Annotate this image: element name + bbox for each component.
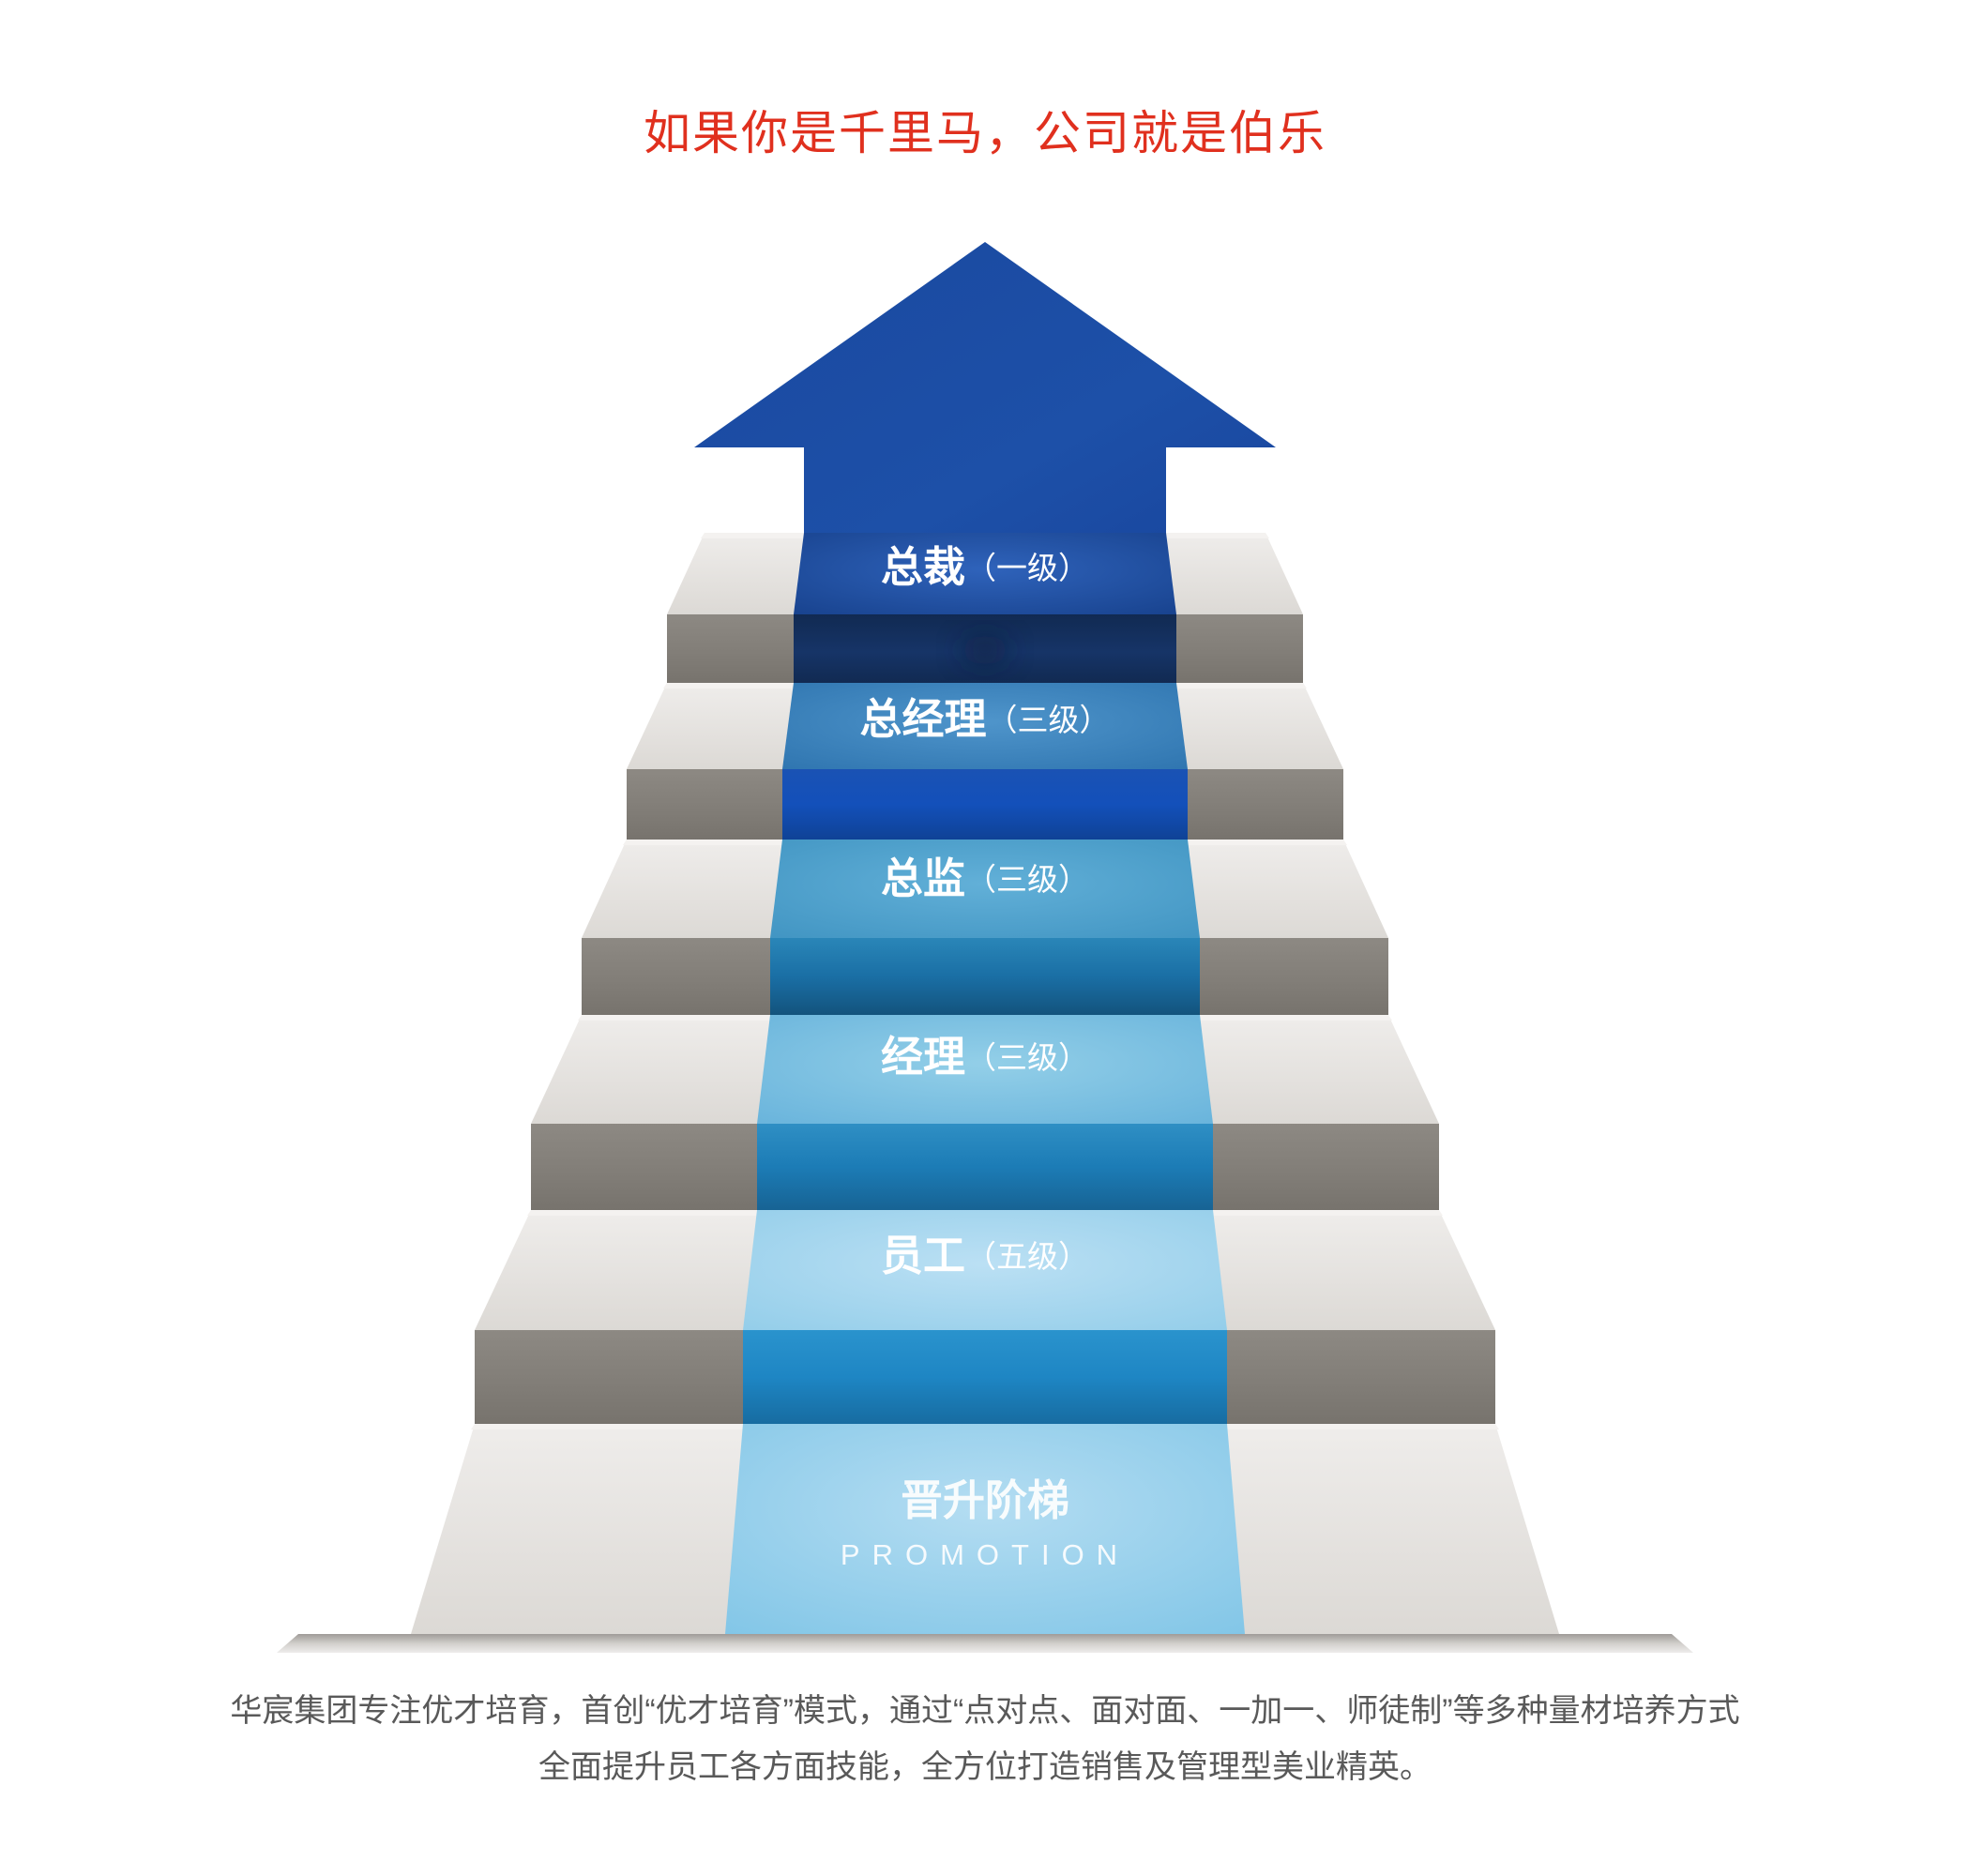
step-president-title: 总裁 xyxy=(881,543,965,591)
step-manager-label: 经理（三级） xyxy=(881,1033,1089,1081)
floor xyxy=(225,1634,1745,1675)
step-president-level: （一级） xyxy=(965,551,1089,585)
step-director[interactable]: 总监（三级） xyxy=(582,840,1388,1015)
step-employee-level: （五级） xyxy=(965,1239,1089,1274)
page-title: 如果你是千里马，公司就是伯乐 xyxy=(644,107,1326,159)
step-general-manager-title: 总经理 xyxy=(859,695,986,743)
step-general-manager-level: （三级） xyxy=(987,703,1111,737)
step-manager-level: （三级） xyxy=(965,1040,1089,1075)
step-president-label: 总裁（一级） xyxy=(881,543,1089,591)
step-general-manager[interactable]: 总经理（三级） xyxy=(627,683,1343,840)
step-manager[interactable]: 经理（三级） xyxy=(531,1015,1439,1210)
step-employee-label: 员工（五级） xyxy=(881,1232,1089,1279)
step-director-label: 总监（三级） xyxy=(881,855,1089,902)
step-director-title: 总监 xyxy=(881,855,965,902)
footer-line-2: 全面提升员工各方面技能，全方位打造销售及管理型美业精英。 xyxy=(538,1748,1432,1785)
step-base[interactable]: 晋升阶梯 PROMOTION xyxy=(411,1424,1559,1634)
step-employee-title: 员工 xyxy=(881,1232,965,1279)
footer-line-1: 华宸集团专注优才培育，首创“优才培育”模式，通过“点对点、面对面、一加一、师徒制… xyxy=(230,1693,1740,1729)
step-director-level: （三级） xyxy=(965,862,1089,897)
step-base-title: 晋升阶梯 xyxy=(901,1476,1069,1524)
step-base-subtitle: PROMOTION xyxy=(841,1538,1129,1571)
step-general-manager-label: 总经理（三级） xyxy=(859,695,1110,743)
step-manager-title: 经理 xyxy=(881,1033,965,1081)
footer-description: 华宸集团专注优才培育，首创“优才培育”模式，通过“点对点、面对面、一加一、师徒制… xyxy=(0,1684,1970,1795)
step-president[interactable]: 总裁（一级） xyxy=(667,533,1303,683)
step-employee[interactable]: 员工（五级） xyxy=(475,1210,1495,1424)
